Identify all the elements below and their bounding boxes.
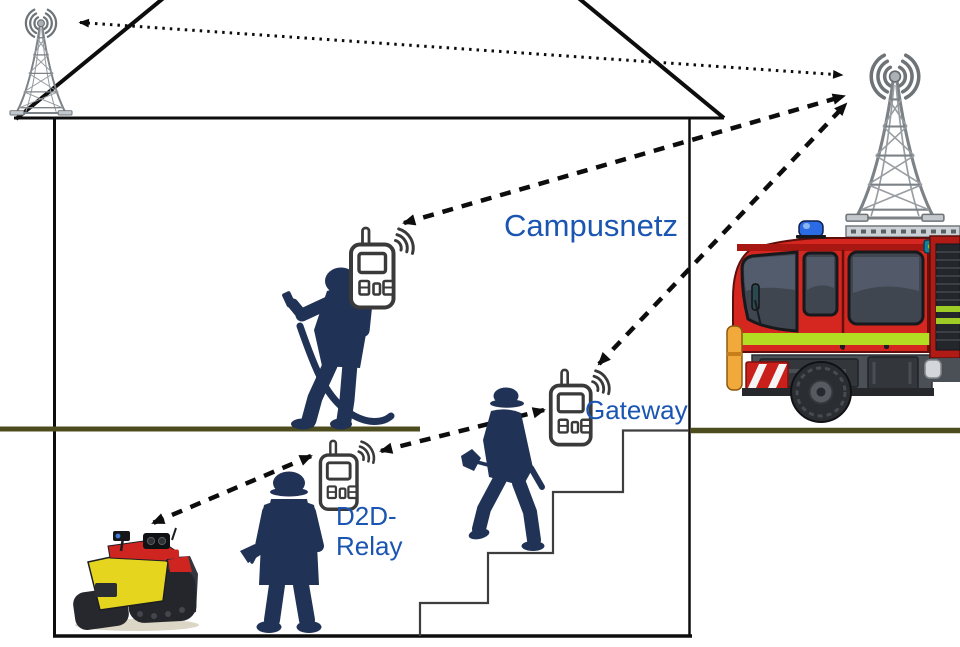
staircase	[418, 429, 689, 636]
truck-stripe	[733, 333, 930, 345]
radio-tower-left-icon	[8, 8, 74, 117]
handheld-radio-campus-icon	[349, 226, 416, 310]
link-backhaul-dotted	[78, 18, 844, 79]
fire-truck-icon	[726, 220, 960, 423]
firefighting-robot-icon	[73, 527, 199, 631]
handheld-radio-d2d-icon	[318, 439, 376, 511]
label-d2d-relay-line2: Relay	[336, 531, 403, 561]
label-gateway: Gateway	[585, 395, 688, 425]
firefighter-axe-icon	[240, 471, 324, 633]
radio-tower-mobile-icon	[844, 53, 946, 223]
radio-links	[78, 18, 848, 526]
link-robot-to-d2d	[151, 453, 313, 526]
label-campusnetz: Campusnetz	[504, 208, 679, 243]
link-campus-device-to-tower	[402, 93, 846, 226]
firefighter-stairs-icon	[461, 387, 545, 551]
truck-beacon-blue	[798, 220, 824, 238]
label-d2d-relay-line1: D2D-	[336, 501, 397, 531]
firefighter-hose-icon	[282, 267, 395, 430]
label-d2d-relay: D2D- Relay	[336, 501, 402, 561]
